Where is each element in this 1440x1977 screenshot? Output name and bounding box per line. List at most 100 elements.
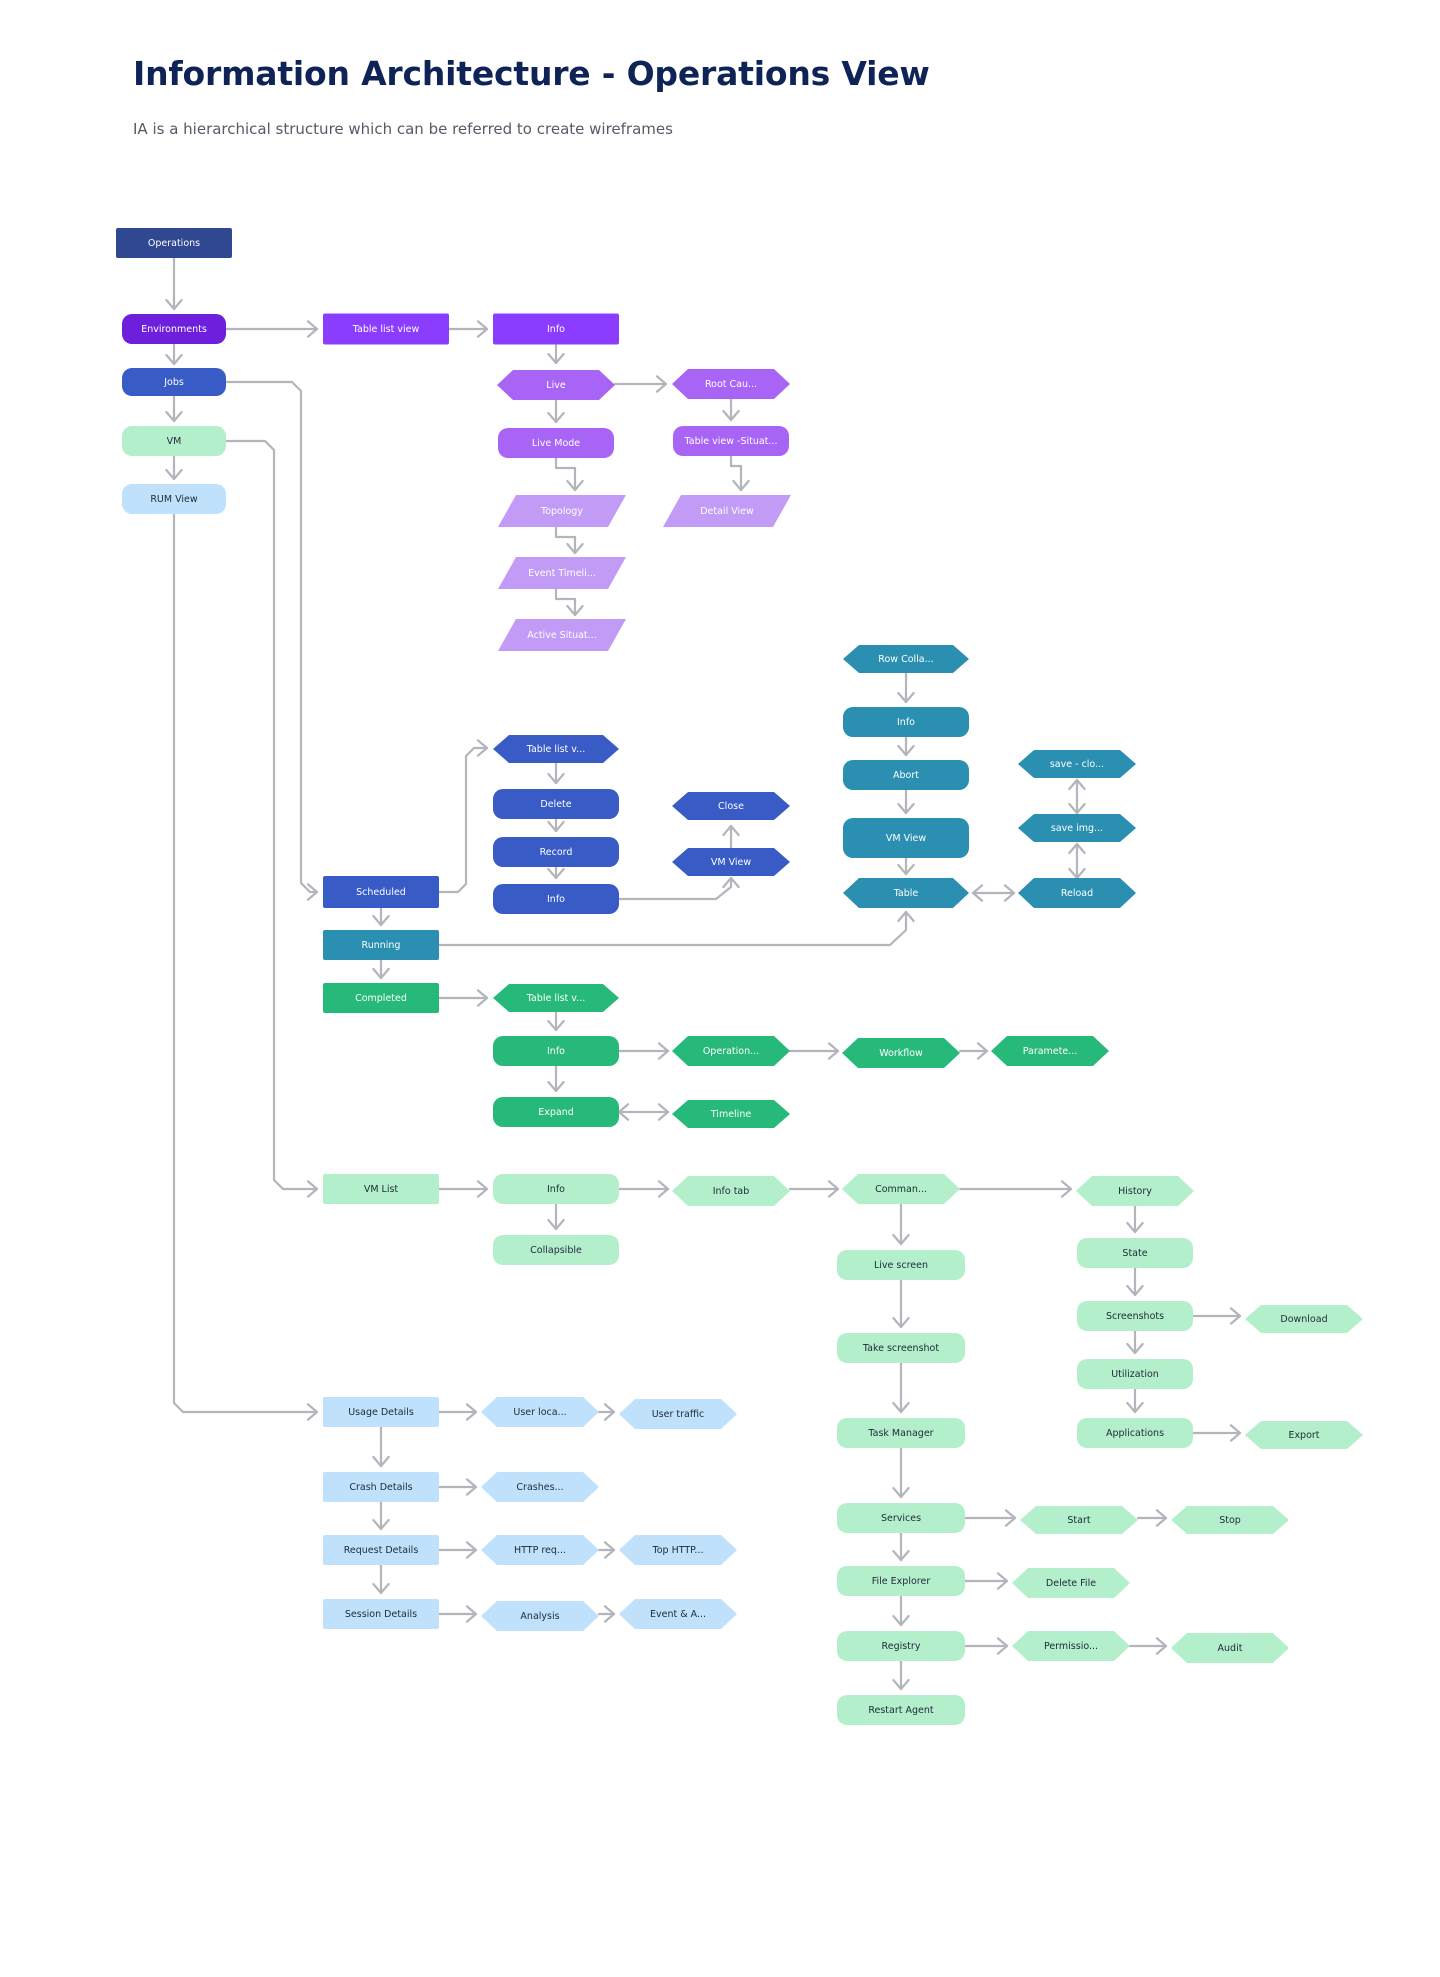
node-shape bbox=[493, 1097, 619, 1127]
node-rum-view[interactable]: RUM View bbox=[122, 484, 226, 514]
node-shape bbox=[122, 314, 226, 344]
node-vm[interactable]: VM bbox=[122, 426, 226, 456]
node-shape bbox=[1012, 1631, 1130, 1661]
node-scheduled[interactable]: Scheduled bbox=[323, 876, 439, 908]
node-user-traffic[interactable]: User traffic bbox=[619, 1399, 737, 1429]
node-audit[interactable]: Audit bbox=[1171, 1633, 1289, 1663]
node-take-screenshot[interactable]: Take screenshot bbox=[837, 1333, 965, 1363]
node-label: save img... bbox=[1051, 823, 1103, 834]
node-sched-vm-view[interactable]: VM View bbox=[672, 848, 790, 876]
node-operations[interactable]: Operations bbox=[116, 228, 232, 258]
node-operation[interactable]: Operation... bbox=[672, 1036, 790, 1066]
node-sched-delete[interactable]: Delete bbox=[493, 789, 619, 819]
node-comp-info[interactable]: Info bbox=[493, 1036, 619, 1066]
node-topology[interactable]: Topology bbox=[498, 495, 626, 527]
node-parameters[interactable]: Paramete... bbox=[991, 1036, 1109, 1066]
node-label: Permissio... bbox=[1044, 1641, 1098, 1652]
node-command[interactable]: Comman... bbox=[842, 1174, 960, 1204]
node-session-details[interactable]: Session Details bbox=[323, 1599, 439, 1629]
node-completed[interactable]: Completed bbox=[323, 983, 439, 1013]
node-save-clo[interactable]: save - clo... bbox=[1018, 750, 1136, 778]
node-delete-file[interactable]: Delete File bbox=[1012, 1568, 1130, 1598]
node-label: save - clo... bbox=[1050, 759, 1104, 770]
node-vm-info[interactable]: Info bbox=[493, 1174, 619, 1204]
node-run-info[interactable]: Info bbox=[843, 707, 969, 737]
node-state[interactable]: State bbox=[1077, 1238, 1193, 1268]
node-label: Detail View bbox=[700, 506, 754, 517]
node-reload[interactable]: Reload bbox=[1018, 878, 1136, 908]
node-run-abort[interactable]: Abort bbox=[843, 760, 969, 790]
node-running[interactable]: Running bbox=[323, 930, 439, 960]
node-comp-table-list[interactable]: Table list v... bbox=[493, 984, 619, 1012]
node-history[interactable]: History bbox=[1076, 1176, 1194, 1206]
node-registry[interactable]: Registry bbox=[837, 1631, 965, 1661]
node-vm-list[interactable]: VM List bbox=[323, 1174, 439, 1204]
node-label: Timeline bbox=[710, 1109, 752, 1120]
node-sched-record[interactable]: Record bbox=[493, 837, 619, 867]
connector-screenshots-to-utilization bbox=[1126, 1329, 1144, 1355]
node-label: Completed bbox=[355, 993, 407, 1004]
node-task-manager[interactable]: Task Manager bbox=[837, 1418, 965, 1448]
node-services[interactable]: Services bbox=[837, 1503, 965, 1533]
node-expand[interactable]: Expand bbox=[493, 1097, 619, 1127]
node-live[interactable]: Live bbox=[497, 370, 615, 400]
node-export[interactable]: Export bbox=[1245, 1421, 1363, 1449]
node-info-tab[interactable]: Info tab bbox=[672, 1176, 790, 1206]
node-jobs[interactable]: Jobs bbox=[122, 368, 226, 396]
node-permissions[interactable]: Permissio... bbox=[1012, 1631, 1130, 1661]
connector-sched_record-to-sched_info bbox=[547, 865, 565, 880]
node-workflow[interactable]: Workflow bbox=[842, 1038, 960, 1068]
node-request-details[interactable]: Request Details bbox=[323, 1535, 439, 1565]
node-save-img[interactable]: save img... bbox=[1018, 814, 1136, 842]
node-user-location[interactable]: User loca... bbox=[481, 1397, 599, 1427]
node-stop[interactable]: Stop bbox=[1171, 1506, 1289, 1534]
connector-running-to-run_table bbox=[437, 910, 915, 947]
node-crash-details[interactable]: Crash Details bbox=[323, 1472, 439, 1502]
node-label: Close bbox=[718, 801, 744, 812]
node-crashes[interactable]: Crashes... bbox=[481, 1472, 599, 1502]
node-root-cause[interactable]: Root Cau... bbox=[672, 369, 790, 399]
node-event-timeline[interactable]: Event Timeli... bbox=[498, 557, 626, 589]
node-label: Export bbox=[1288, 1430, 1319, 1441]
node-env-info[interactable]: Info bbox=[493, 313, 619, 345]
node-row-collapse[interactable]: Row Colla... bbox=[843, 645, 969, 673]
node-run-vm-view[interactable]: VM View bbox=[843, 818, 969, 858]
node-environments[interactable]: Environments bbox=[122, 314, 226, 344]
node-event-a[interactable]: Event & A... bbox=[619, 1599, 737, 1629]
node-top-http[interactable]: Top HTTP... bbox=[619, 1535, 737, 1565]
connector-state-to-screenshots bbox=[1126, 1266, 1144, 1297]
node-download[interactable]: Download bbox=[1245, 1305, 1363, 1333]
node-usage-details[interactable]: Usage Details bbox=[323, 1397, 439, 1427]
node-utilization[interactable]: Utilization bbox=[1077, 1359, 1193, 1389]
connector-comp_table_list-to-comp_info bbox=[547, 1010, 565, 1032]
node-detail-view[interactable]: Detail View bbox=[663, 495, 791, 527]
node-env-table-list[interactable]: Table list view bbox=[323, 313, 449, 345]
node-sched-close[interactable]: Close bbox=[672, 792, 790, 820]
node-analysis[interactable]: Analysis bbox=[481, 1601, 599, 1631]
node-shape bbox=[323, 1472, 439, 1502]
node-file-explorer[interactable]: File Explorer bbox=[837, 1566, 965, 1596]
node-label: Stop bbox=[1219, 1515, 1241, 1526]
node-applications[interactable]: Applications bbox=[1077, 1418, 1193, 1448]
node-shape bbox=[481, 1535, 599, 1565]
node-shape bbox=[672, 369, 790, 399]
node-start[interactable]: Start bbox=[1020, 1506, 1138, 1534]
node-screenshots[interactable]: Screenshots bbox=[1077, 1301, 1193, 1331]
node-shape bbox=[663, 495, 791, 527]
node-shape bbox=[481, 1472, 599, 1502]
node-timeline[interactable]: Timeline bbox=[672, 1100, 790, 1128]
node-sched-info[interactable]: Info bbox=[493, 884, 619, 914]
node-run-table[interactable]: Table bbox=[843, 878, 969, 908]
node-collapsible[interactable]: Collapsible bbox=[493, 1235, 619, 1265]
node-shape bbox=[323, 1174, 439, 1204]
connector-usage_details-to-user_location bbox=[437, 1403, 478, 1421]
connector-user_location-to-user_traffic bbox=[597, 1403, 616, 1421]
node-restart-agent[interactable]: Restart Agent bbox=[837, 1695, 965, 1725]
node-http-req[interactable]: HTTP req... bbox=[481, 1535, 599, 1565]
node-sched-table-list[interactable]: Table list v... bbox=[493, 735, 619, 763]
node-active-situat[interactable]: Active Situat... bbox=[498, 619, 626, 651]
node-table-view-situat[interactable]: Table view -Situat... bbox=[673, 426, 789, 456]
node-live-mode[interactable]: Live Mode bbox=[498, 428, 614, 458]
node-live-screen[interactable]: Live screen bbox=[837, 1250, 965, 1280]
